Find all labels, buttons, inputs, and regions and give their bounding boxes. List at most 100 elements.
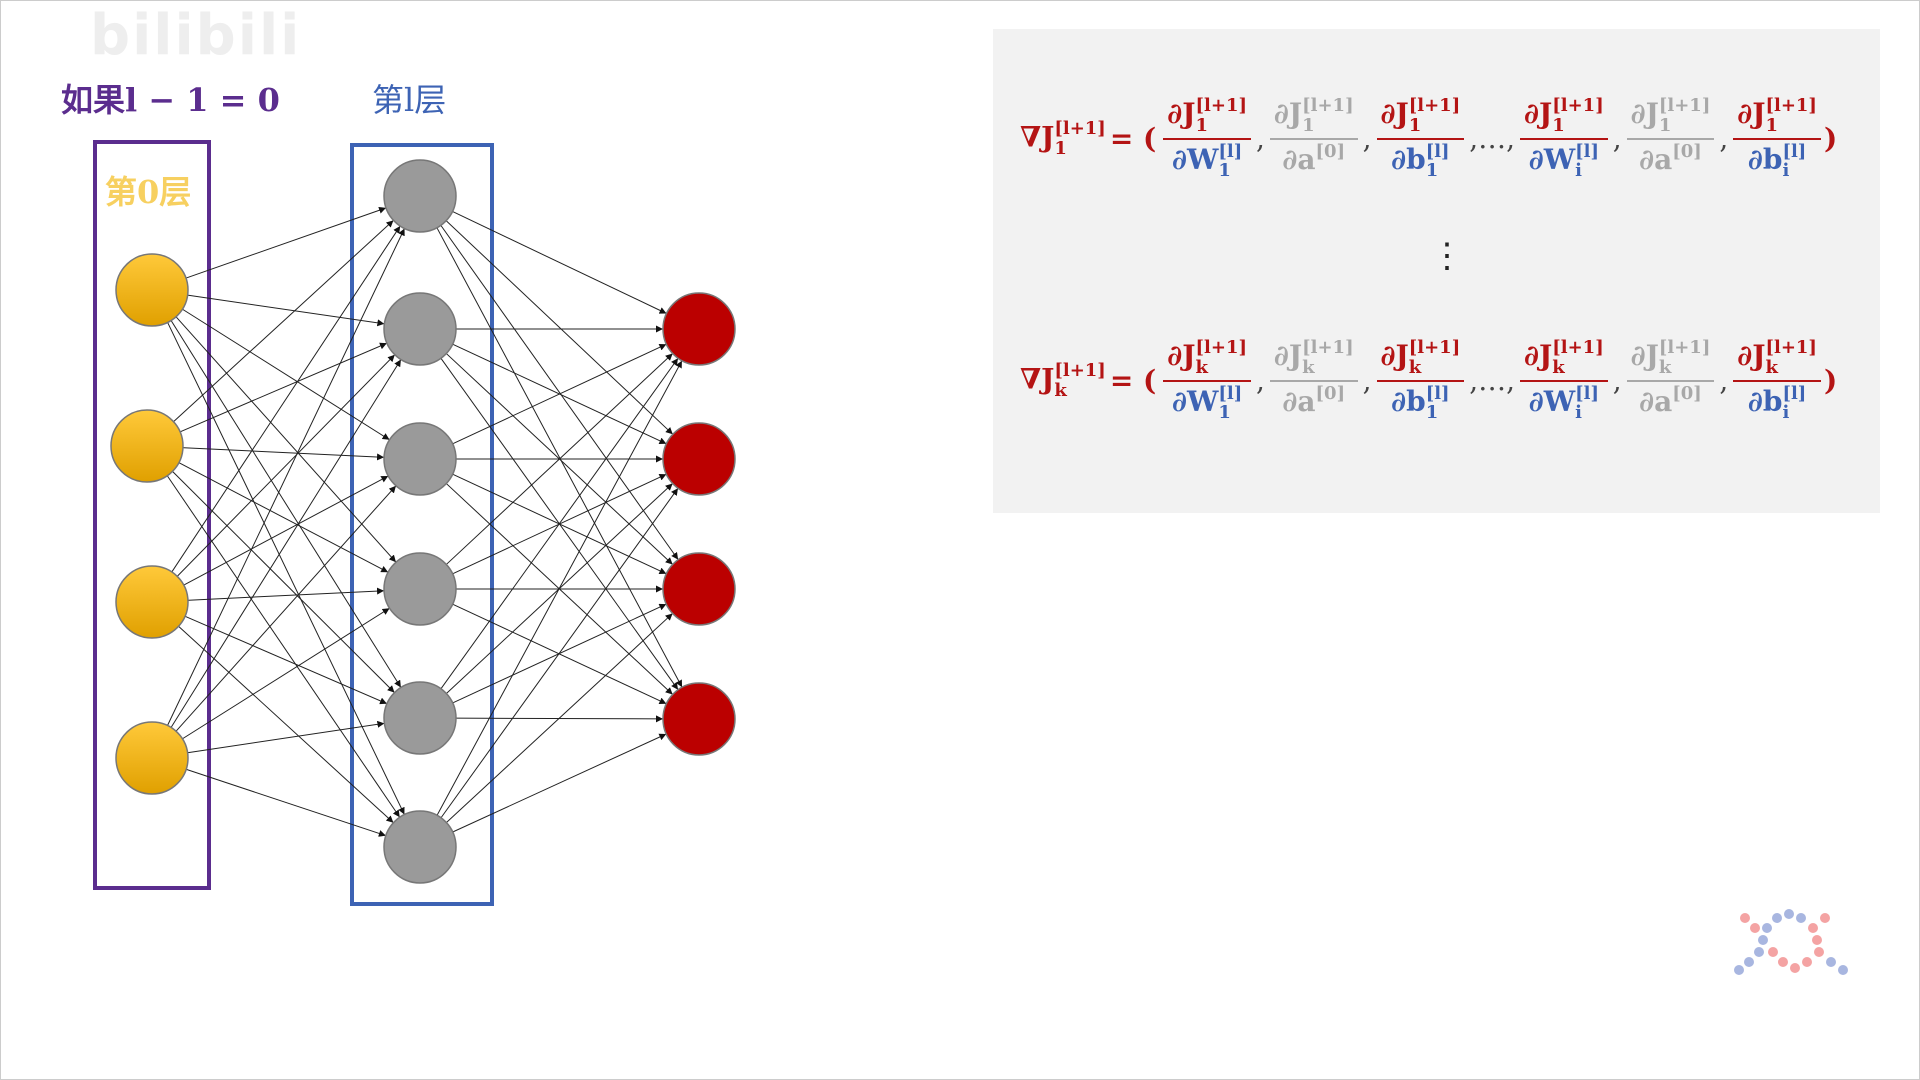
connection-edge <box>166 320 405 815</box>
logo-dot <box>1796 913 1806 923</box>
subscript: 1 <box>1425 160 1439 182</box>
num-base: ∂J <box>1737 97 1766 131</box>
subscript <box>1316 161 1346 181</box>
superscript: [l] <box>1575 382 1600 404</box>
num-base: ∂J <box>1167 97 1196 131</box>
output-node <box>662 552 736 626</box>
separator: , <box>1256 364 1265 398</box>
partial-fraction: ∂J[l+1]1∂W[l]1 <box>1163 96 1251 181</box>
lhs: ∇J[l+1]1 <box>1020 118 1106 159</box>
num-base: ∂J <box>1273 339 1303 373</box>
den: ∂a[0] <box>1282 382 1346 418</box>
subscript: k <box>1765 356 1778 378</box>
subscript: 1 <box>1195 114 1209 136</box>
den-base: ∂a <box>1639 142 1673 176</box>
lhs-base: ∇J <box>1020 120 1055 154</box>
connection-edge <box>185 720 385 754</box>
superscript: [l] <box>1425 140 1450 162</box>
superscript: [0] <box>1672 140 1702 162</box>
subscript: 1 <box>1765 114 1778 136</box>
logo-dot <box>1768 947 1778 957</box>
superscript: [l+1] <box>1302 95 1354 116</box>
input-node <box>115 253 189 327</box>
logo-dot <box>1744 957 1754 967</box>
connection-edge <box>181 447 385 461</box>
connection-edge <box>444 613 673 825</box>
separator: , <box>1612 122 1622 156</box>
partial-fraction: ∂J[l+1]k∂W[l]i <box>1520 338 1608 423</box>
superscript: [l] <box>1575 140 1600 162</box>
superscript: [l] <box>1218 140 1243 162</box>
connection-edge <box>175 354 396 578</box>
logo-dot <box>1750 923 1760 933</box>
connection-edge <box>181 475 389 587</box>
equals-paren: = ( <box>1109 364 1157 398</box>
hidden-node <box>383 552 457 626</box>
layer-l-box <box>350 143 494 906</box>
watermark: bilibili <box>90 3 302 68</box>
num-base: ∂J <box>1630 339 1659 373</box>
connection-edge <box>176 624 394 824</box>
num-base: ∂J <box>1630 97 1659 131</box>
subscript: i <box>1575 402 1582 424</box>
connection-edge <box>169 359 402 730</box>
num: ∂J[l+1]k <box>1737 338 1817 377</box>
partial-fraction: ∂J[l+1]k∂a[0] <box>1626 338 1715 423</box>
connection-edge <box>450 342 667 445</box>
connection-edge <box>180 307 390 441</box>
logo-dot <box>1812 935 1822 945</box>
connection-edge <box>170 469 395 693</box>
logo-dot <box>1826 957 1836 967</box>
neural-network-diagram <box>93 140 736 906</box>
superscript: [l+1] <box>1302 337 1354 358</box>
subscript: k <box>1195 356 1208 378</box>
connection-edge <box>450 733 667 834</box>
subscript <box>1316 403 1346 423</box>
connection-edge <box>435 360 683 818</box>
logo-dot <box>1734 965 1744 975</box>
logo-dot <box>1762 923 1772 933</box>
subscript: 1 <box>1425 402 1439 424</box>
num: ∂J[l+1]1 <box>1167 96 1247 135</box>
subscript: k <box>1302 356 1315 378</box>
den: ∂b[l]i <box>1748 141 1806 180</box>
connection-edge <box>174 485 397 733</box>
num: ∂J[l+1]1 <box>1381 95 1461 135</box>
logo-dot <box>1740 913 1750 923</box>
partial-fraction: ∂J[l+1]k∂b[l]i <box>1733 338 1821 423</box>
num: ∂J[l+1]k <box>1524 338 1604 377</box>
connection-edge <box>178 342 388 433</box>
logo-dot <box>1772 913 1782 923</box>
connection-edge <box>450 210 667 314</box>
logo-dot <box>1784 909 1794 919</box>
subscript: i <box>1782 402 1790 424</box>
connection-edge <box>185 294 385 327</box>
logo-dot <box>1838 965 1848 975</box>
input-node <box>115 565 189 639</box>
num-base: ∂J <box>1167 339 1196 373</box>
den-base: ∂b <box>1391 142 1426 176</box>
hidden-node <box>383 422 457 496</box>
separator: , <box>1362 364 1372 398</box>
layer-0-title: 第0层 <box>105 173 192 211</box>
den: ∂a[0] <box>1639 140 1702 176</box>
condition-title: 如果l − 1 = 0 <box>61 81 280 119</box>
connection-edge <box>170 225 401 574</box>
superscript: [l+1] <box>1408 337 1461 358</box>
superscript: [0] <box>1315 382 1346 404</box>
subscript <box>1672 161 1702 181</box>
num-base: ∂J <box>1273 97 1303 131</box>
hidden-node <box>383 292 457 366</box>
den: ∂W[l]i <box>1529 140 1600 180</box>
superscript: [l+1] <box>1765 95 1817 116</box>
subscript: 1 <box>1302 114 1315 136</box>
superscript: [l+1] <box>1552 95 1604 116</box>
subscript: k <box>1552 356 1565 378</box>
num: ∂J[l+1]1 <box>1524 95 1604 135</box>
channel-logo-icon <box>1734 909 1848 975</box>
input-node <box>115 721 189 795</box>
connection-edge <box>444 351 674 565</box>
separator: ,…, <box>1469 122 1516 156</box>
logo-dot <box>1802 957 1812 967</box>
superscript: [l+1] <box>1408 95 1461 116</box>
